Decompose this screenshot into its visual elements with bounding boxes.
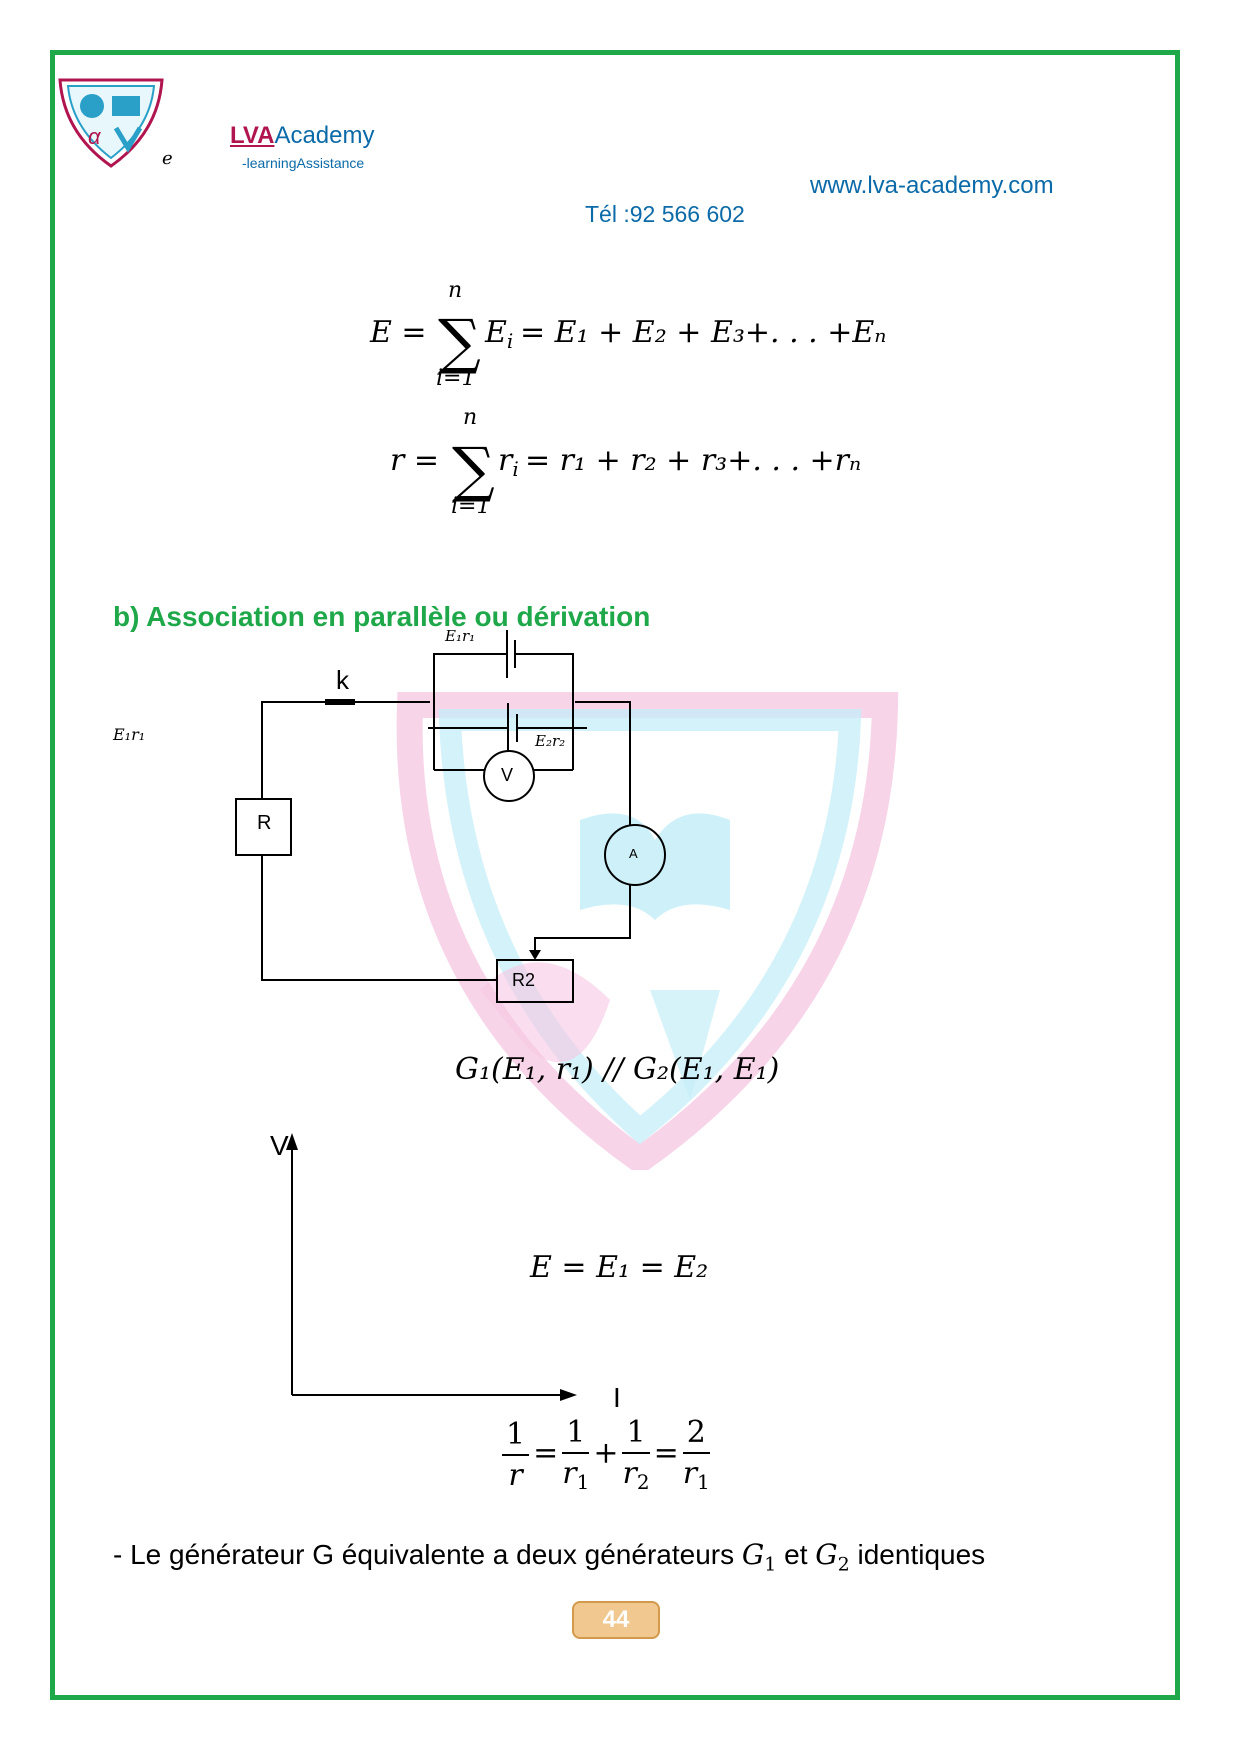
cell-1-label: E₁r₁ bbox=[445, 627, 476, 645]
association-expression: G₁(E₁, r₁) // G₂(E₁, E₁) bbox=[455, 1052, 780, 1087]
brand-suffix: Academy bbox=[274, 122, 375, 149]
g1-symbol: G1 bbox=[741, 1538, 776, 1576]
rheostat-arrow bbox=[529, 950, 541, 960]
resistance-sum-lower: i=1 bbox=[451, 494, 491, 519]
wire-left-bottom bbox=[261, 855, 497, 981]
emf-term: Ei bbox=[485, 315, 513, 353]
g1-index: 1 bbox=[764, 1553, 777, 1576]
resistance-rhs: = r₁ + r₂ + r₃+. . . +rₙ bbox=[525, 443, 862, 478]
wire-left-top bbox=[261, 701, 330, 799]
denominator-symbol: r bbox=[508, 1457, 523, 1493]
g2-index: 2 bbox=[837, 1553, 850, 1576]
switch-label: k bbox=[336, 665, 349, 695]
cell-2-label: E₂r₂ bbox=[535, 732, 566, 750]
denominator: r bbox=[502, 1456, 529, 1493]
rheostat-label: R2 bbox=[512, 970, 536, 990]
denominator: r1 bbox=[562, 1454, 589, 1494]
denominator-symbol: r bbox=[562, 1456, 577, 1491]
ammeter-label: A bbox=[629, 846, 638, 861]
brand-prefix: LVA bbox=[230, 122, 275, 149]
section-title: b) Association en parallèle ou dérivatio… bbox=[113, 601, 651, 632]
numerator: 1 bbox=[562, 1415, 590, 1454]
denominator-index: 1 bbox=[697, 1470, 710, 1494]
x-axis-label: I bbox=[613, 1382, 621, 1413]
y-axis-arrow bbox=[286, 1133, 298, 1150]
resistance-sigma: ∑ bbox=[452, 435, 495, 505]
denominator-index: 2 bbox=[636, 1470, 650, 1494]
resistor-r bbox=[235, 798, 292, 856]
emf-term-symbol: E bbox=[485, 315, 507, 350]
resistance-term-index: i bbox=[512, 457, 519, 481]
denominator-index: 1 bbox=[576, 1470, 590, 1494]
phone-number: Tél :92 566 602 bbox=[585, 201, 745, 227]
g2-letter: G bbox=[815, 1538, 838, 1571]
emf-sum-lower: i=1 bbox=[436, 366, 476, 391]
side-label: E₁r₁ bbox=[113, 725, 146, 744]
ammeter bbox=[604, 824, 666, 886]
y-axis-label: V bbox=[270, 1130, 289, 1161]
resistance-lhs: r = bbox=[390, 443, 440, 478]
conclusion-before: - Le générateur G équivalente a deux gén… bbox=[113, 1539, 735, 1570]
numerator: 1 bbox=[622, 1415, 650, 1454]
resistance-sum-upper: n bbox=[463, 405, 478, 430]
conclusion-text: - Le générateur G équivalente a deux gén… bbox=[113, 1538, 985, 1576]
website-link[interactable]: www.lva-academy.com bbox=[810, 172, 1054, 199]
emf-lhs: E = bbox=[370, 315, 427, 350]
emf-equality: E = E₁ = E₂ bbox=[530, 1250, 709, 1285]
svg-text:α: α bbox=[88, 124, 102, 149]
emf-sum-upper: n bbox=[448, 278, 463, 303]
plus-sign: + bbox=[593, 1435, 619, 1471]
denominator: r2 bbox=[622, 1454, 649, 1494]
g1-letter: G bbox=[741, 1538, 765, 1571]
denominator-symbol: r bbox=[682, 1456, 698, 1491]
logo-letter: e bbox=[162, 148, 173, 169]
x-axis-arrow bbox=[560, 1389, 577, 1401]
emf-rhs: = E₁ + E₂ + E₃+. . . +Eₙ bbox=[520, 315, 887, 350]
wire-branch-top-left bbox=[433, 653, 507, 770]
denominator-symbol: r bbox=[622, 1456, 637, 1491]
lva-logo: α bbox=[58, 78, 164, 168]
conclusion-after: identiques bbox=[857, 1539, 986, 1570]
wire-branch-top-right bbox=[515, 653, 574, 770]
numerator: 2 bbox=[682, 1415, 710, 1454]
emf-sigma: ∑ bbox=[438, 307, 481, 377]
brand-tagline: -learningAssistance bbox=[242, 155, 365, 171]
wire-right-top bbox=[575, 701, 631, 826]
resistance-term: ri bbox=[498, 443, 519, 481]
page-border bbox=[50, 50, 1180, 1700]
voltmeter-label: V bbox=[501, 765, 514, 785]
emf-term-index: i bbox=[506, 329, 514, 353]
conclusion-and: et bbox=[784, 1539, 808, 1570]
resistance-term-symbol: r bbox=[498, 443, 513, 478]
page-number-badge: 44 bbox=[572, 1601, 660, 1639]
numerator: 1 bbox=[502, 1417, 530, 1456]
wire-right-bottom bbox=[534, 884, 631, 955]
brand-name: LVAAcademy bbox=[230, 122, 374, 150]
g2-symbol: G2 bbox=[815, 1538, 849, 1576]
resistor-label: R bbox=[257, 812, 272, 834]
equals-sign: = bbox=[533, 1435, 559, 1471]
denominator: r1 bbox=[683, 1454, 710, 1494]
watermark-shield-logo bbox=[396, 692, 899, 1170]
equals-sign: = bbox=[653, 1435, 679, 1471]
